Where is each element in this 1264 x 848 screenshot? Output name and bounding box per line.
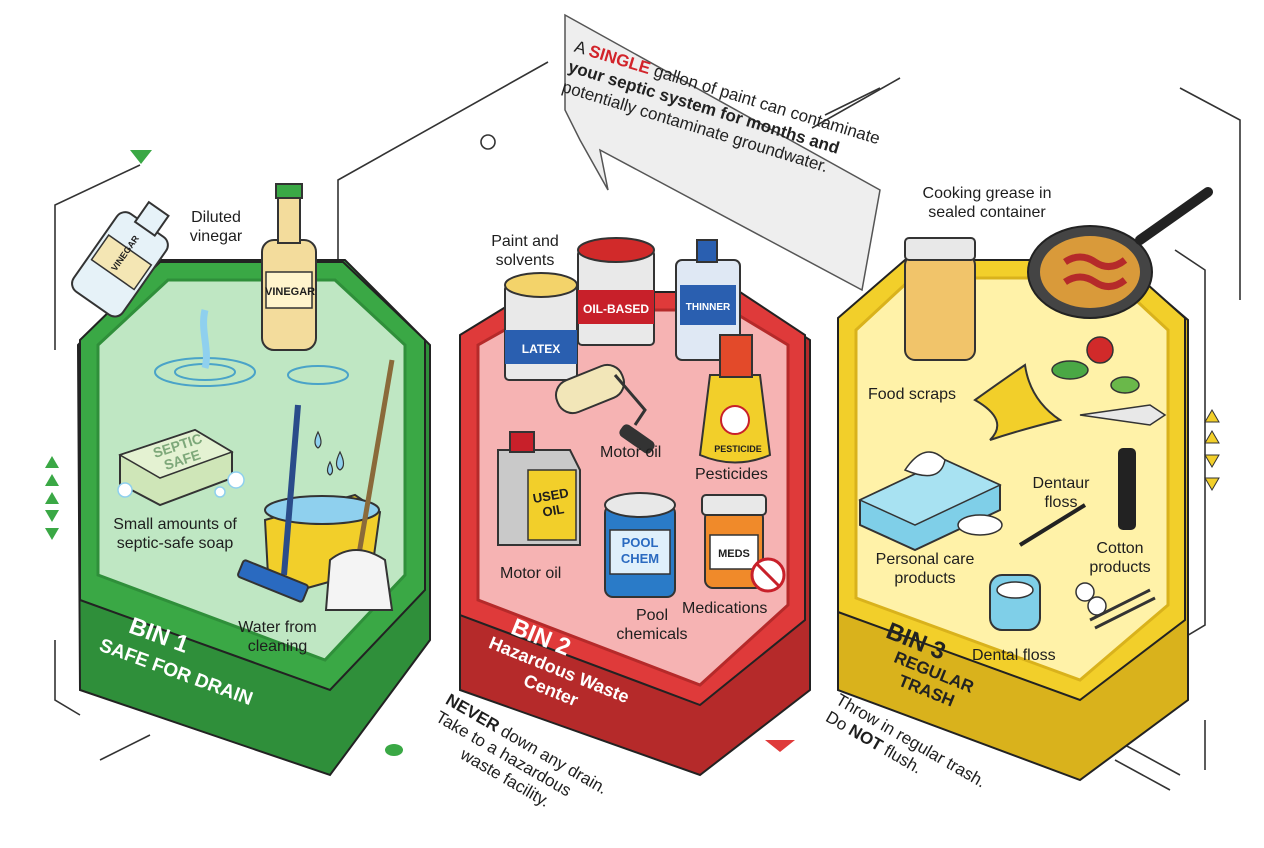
bin2-container xyxy=(459,237,811,777)
label-motor-oil-1: Motor oil xyxy=(600,444,662,461)
pool-jar-text: POOL CHEM xyxy=(620,535,660,566)
decor-dot-green xyxy=(385,744,403,756)
label-pool-chemicals: Pool chemicals xyxy=(616,607,688,643)
label-food-scraps: Food scraps xyxy=(868,386,957,403)
meds-jar-text: MEDS xyxy=(718,548,750,560)
pesticide-bottle-text: PESTICIDE xyxy=(714,444,762,454)
vinegar-bottle-text: VINEGAR xyxy=(265,286,316,298)
label-septic-safe-soap: Small amounts of septic-safe soap xyxy=(113,516,237,552)
label-pesticides: Pesticides xyxy=(695,466,768,483)
can-latex-text: LATEX xyxy=(521,342,561,356)
label-paint-solvents: Paint and solvents xyxy=(491,233,559,269)
bin3-container xyxy=(837,187,1213,782)
thinner-text: THINNER xyxy=(685,302,731,313)
label-cotton-products: Cotton products xyxy=(1089,540,1151,576)
label-motor-oil-2: Motor oil xyxy=(500,565,562,582)
can-oil-text: OIL-BASED xyxy=(583,302,649,316)
arrow-markers-left xyxy=(45,456,59,540)
label-personal-care: Personal care products xyxy=(875,551,975,587)
decor-circle xyxy=(480,134,496,150)
decorative-lines xyxy=(54,61,1241,791)
label-medications: Medications xyxy=(682,600,768,617)
triangle-marker-red xyxy=(765,740,795,752)
label-cooking-grease: Cooking grease in sealed container xyxy=(922,185,1052,221)
bin1-container xyxy=(71,183,431,777)
label-dentaur-floss: Dentaur floss xyxy=(1032,475,1090,511)
triangle-marker-green xyxy=(130,150,152,164)
label-dental-floss: Dental floss xyxy=(972,647,1056,664)
callout-bubble xyxy=(564,13,881,292)
label-diluted-vinegar: Diluted vinegar xyxy=(189,209,243,245)
arrow-markers-right xyxy=(1204,409,1220,491)
label-water-from-cleaning: Water from cleaning xyxy=(238,619,317,655)
